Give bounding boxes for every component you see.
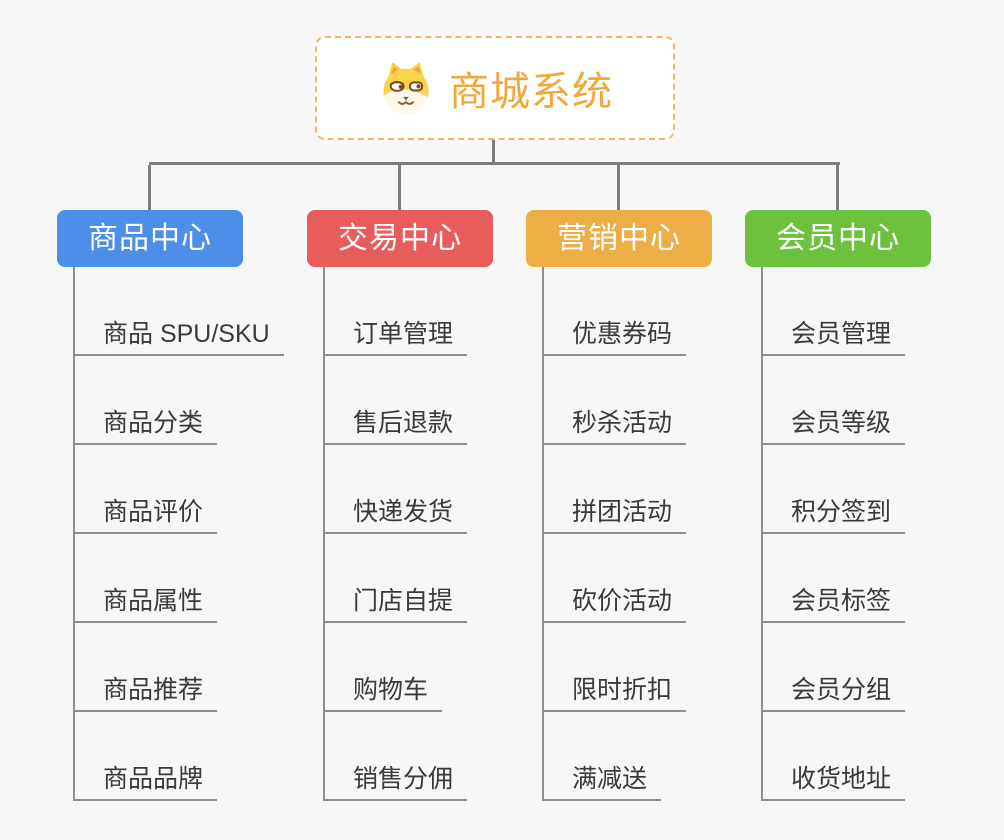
leaf-node[interactable]: 商品推荐 xyxy=(75,623,218,712)
leaf-node[interactable]: 售后退款 xyxy=(325,356,468,445)
leaf-node[interactable]: 拼团活动 xyxy=(544,445,687,534)
leaf-node[interactable]: 限时折扣 xyxy=(544,623,687,712)
leaf-node[interactable]: 商品属性 xyxy=(75,534,218,623)
leaf-list-trade: 订单管理 售后退款 快递发货 门店自提 购物车 销售分佣 xyxy=(323,267,468,801)
leaf-node[interactable]: 商品评价 xyxy=(75,445,218,534)
leaf-node[interactable]: 满减送 xyxy=(544,712,662,801)
connector-drop-products xyxy=(148,165,151,210)
leaf-node[interactable]: 商品分类 xyxy=(75,356,218,445)
connector-drop-marketing xyxy=(617,165,620,210)
leaf-node[interactable]: 销售分佣 xyxy=(325,712,468,801)
leaf-node[interactable]: 积分签到 xyxy=(763,445,906,534)
leaf-node[interactable]: 门店自提 xyxy=(325,534,468,623)
leaf-node[interactable]: 订单管理 xyxy=(325,267,468,356)
leaf-node[interactable]: 购物车 xyxy=(325,623,443,712)
connector-drop-trade xyxy=(398,165,401,210)
branch-node-trade[interactable]: 交易中心 xyxy=(307,210,493,267)
branch-node-marketing[interactable]: 营销中心 xyxy=(526,210,712,267)
leaf-node[interactable]: 收货地址 xyxy=(763,712,906,801)
leaf-node[interactable]: 砍价活动 xyxy=(544,534,687,623)
leaf-node[interactable]: 会员管理 xyxy=(763,267,906,356)
leaf-node[interactable]: 快递发货 xyxy=(325,445,468,534)
leaf-list-marketing: 优惠券码 秒杀活动 拼团活动 砍价活动 限时折扣 满减送 xyxy=(542,267,687,801)
leaf-node[interactable]: 优惠券码 xyxy=(544,267,687,356)
leaf-node[interactable]: 会员标签 xyxy=(763,534,906,623)
branch-marketing: 营销中心 优惠券码 秒杀活动 拼团活动 砍价活动 限时折扣 满减送 xyxy=(526,210,776,801)
root-node[interactable]: 商城系统 xyxy=(315,36,675,140)
leaf-node[interactable]: 商品品牌 xyxy=(75,712,218,801)
connector-drop-member xyxy=(836,165,839,210)
branch-node-member[interactable]: 会员中心 xyxy=(745,210,931,267)
dog-face-icon xyxy=(383,62,429,114)
leaf-node[interactable]: 商品 SPU/SKU xyxy=(75,267,284,356)
leaf-node[interactable]: 会员分组 xyxy=(763,623,906,712)
connector-root-stem xyxy=(492,140,495,162)
leaf-node[interactable]: 会员等级 xyxy=(763,356,906,445)
root-node-title: 商城系统 xyxy=(449,70,613,114)
branch-trade: 交易中心 订单管理 售后退款 快递发货 门店自提 购物车 销售分佣 xyxy=(307,210,557,801)
branch-node-products[interactable]: 商品中心 xyxy=(57,210,243,267)
leaf-list-products: 商品 SPU/SKU 商品分类 商品评价 商品属性 商品推荐 商品品牌 xyxy=(73,267,284,801)
branch-products: 商品中心 商品 SPU/SKU 商品分类 商品评价 商品属性 商品推荐 商品品牌 xyxy=(57,210,307,801)
branch-member: 会员中心 会员管理 会员等级 积分签到 会员标签 会员分组 收货地址 xyxy=(745,210,995,801)
connector-horizontal-bar xyxy=(149,162,840,165)
leaf-node[interactable]: 秒杀活动 xyxy=(544,356,687,445)
leaf-list-member: 会员管理 会员等级 积分签到 会员标签 会员分组 收货地址 xyxy=(761,267,906,801)
